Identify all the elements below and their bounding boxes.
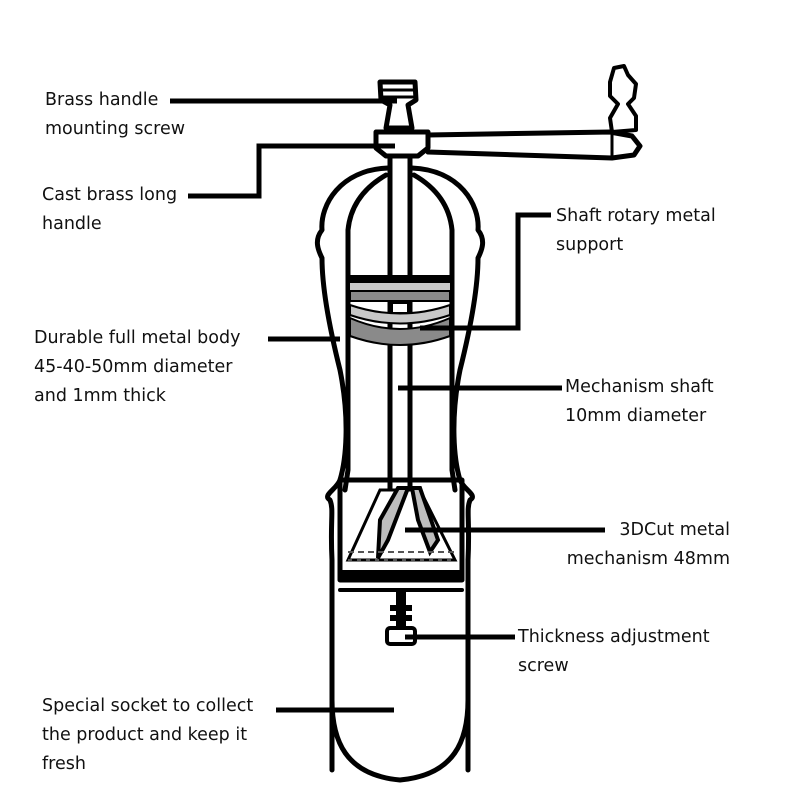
outer-body-left [314, 165, 391, 773]
label-cut-mechanism: 3DCut metal mechanism 48mm [566, 520, 730, 569]
label-metal-body: Durable full metal body 45-40-50mm diame… [34, 328, 241, 406]
label-shaft-rotary-support: Shaft rotary metal support [556, 206, 716, 255]
outer-body-right [409, 165, 486, 773]
leader-shaft-rotary-support [420, 212, 551, 331]
crank-knob-shape [608, 64, 638, 134]
leader-lines [170, 98, 605, 713]
label-adjustment-screw: Thickness adjustment screw [518, 627, 710, 676]
inner-body-left [342, 172, 389, 493]
socket-shape [329, 697, 471, 783]
rotary-support-discs [349, 275, 451, 346]
leader-cast-brass-handle [188, 143, 395, 199]
label-brass-handle-screw: Brass handle mounting screw [45, 90, 186, 139]
cutting-blades [340, 486, 462, 580]
label-mechanism-shaft: Mechanism shaft 10mm diameter [565, 377, 714, 426]
label-cast-brass-handle: Cast brass long handle [42, 185, 178, 234]
crank-arm-shape [425, 129, 643, 161]
label-collect-socket: Special socket to collect the product an… [42, 696, 254, 774]
inner-body-right [411, 172, 458, 493]
